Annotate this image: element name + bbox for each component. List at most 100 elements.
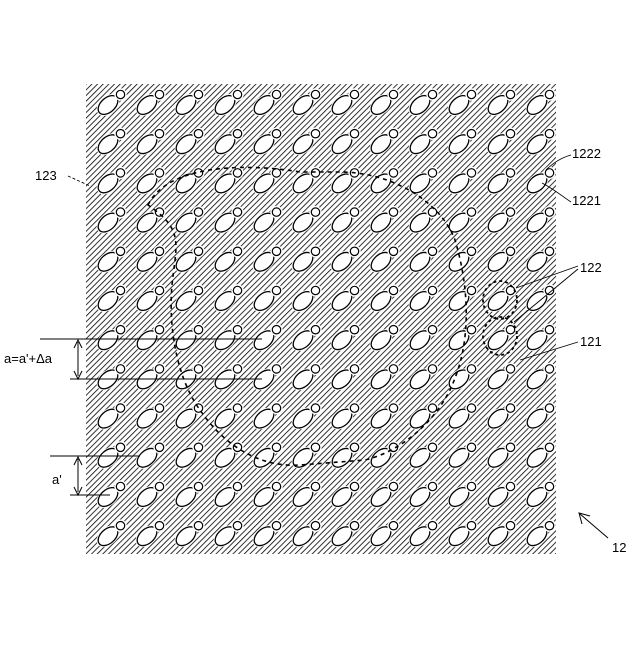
opening-small (545, 404, 553, 412)
opening-small (155, 130, 163, 138)
opening-small (233, 90, 241, 98)
opening-small (506, 130, 514, 138)
label-1222: 1222 (572, 146, 601, 161)
arrow-12-shaft (580, 514, 608, 538)
opening-small (428, 169, 436, 177)
opening-small (428, 130, 436, 138)
opening-small (194, 286, 202, 294)
opening-small (311, 130, 319, 138)
opening-small (311, 326, 319, 334)
label-123: 123 (35, 168, 57, 183)
opening-small (467, 443, 475, 451)
opening-small (389, 404, 397, 412)
opening-small (311, 404, 319, 412)
opening-small (116, 208, 124, 216)
opening-small (506, 286, 514, 294)
opening-small (467, 522, 475, 530)
opening-small (428, 482, 436, 490)
opening-small (116, 90, 124, 98)
opening-small (350, 404, 358, 412)
opening-small (272, 326, 280, 334)
opening-small (272, 522, 280, 530)
opening-small (389, 482, 397, 490)
pitch-offset-label: a=a'+Δa (4, 351, 53, 366)
opening-small (194, 247, 202, 255)
opening-small (545, 522, 553, 530)
opening-small (350, 247, 358, 255)
opening-small (389, 365, 397, 373)
opening-small (272, 443, 280, 451)
opening-small (155, 365, 163, 373)
opening-small (116, 522, 124, 530)
opening-small (467, 326, 475, 334)
opening-small (350, 482, 358, 490)
opening-small (155, 326, 163, 334)
label-12: 12 (612, 540, 626, 555)
opening-small (350, 286, 358, 294)
opening-small (194, 130, 202, 138)
opening-small (311, 247, 319, 255)
opening-small (506, 247, 514, 255)
opening-small (428, 404, 436, 412)
opening-small (467, 130, 475, 138)
opening-small (350, 522, 358, 530)
opening-small (467, 482, 475, 490)
opening-small (194, 208, 202, 216)
opening-small (350, 365, 358, 373)
opening-small (467, 90, 475, 98)
opening-small (545, 247, 553, 255)
opening-small (116, 365, 124, 373)
opening-small (467, 208, 475, 216)
label-121: 121 (580, 334, 602, 349)
opening-small (311, 90, 319, 98)
opening-small (155, 90, 163, 98)
opening-small (194, 326, 202, 334)
opening-small (272, 208, 280, 216)
opening-small (272, 404, 280, 412)
opening-small (272, 130, 280, 138)
opening-small (428, 326, 436, 334)
opening-small (389, 326, 397, 334)
opening-small (428, 522, 436, 530)
opening-small (506, 326, 514, 334)
opening-small (389, 286, 397, 294)
opening-small (233, 130, 241, 138)
opening-small (350, 130, 358, 138)
opening-small (428, 247, 436, 255)
opening-small (233, 247, 241, 255)
opening-small (116, 482, 124, 490)
opening-small (389, 247, 397, 255)
opening-small (155, 522, 163, 530)
opening-small (350, 326, 358, 334)
opening-small (428, 208, 436, 216)
opening-small (233, 326, 241, 334)
opening-small (155, 208, 163, 216)
opening-small (311, 208, 319, 216)
opening-small (194, 365, 202, 373)
opening-small (233, 365, 241, 373)
opening-small (155, 443, 163, 451)
opening-small (506, 208, 514, 216)
opening-small (545, 365, 553, 373)
opening-small (311, 482, 319, 490)
opening-small (428, 286, 436, 294)
opening-small (194, 443, 202, 451)
opening-small (272, 247, 280, 255)
opening-small (233, 169, 241, 177)
opening-small (389, 169, 397, 177)
label-1221: 1221 (572, 193, 601, 208)
opening-small (311, 169, 319, 177)
opening-small (467, 404, 475, 412)
opening-small (545, 482, 553, 490)
opening-small (389, 522, 397, 530)
opening-small (155, 482, 163, 490)
opening-small (233, 482, 241, 490)
opening-small (467, 286, 475, 294)
opening-small (389, 130, 397, 138)
opening-small (194, 90, 202, 98)
opening-small (467, 169, 475, 177)
opening-small (155, 169, 163, 177)
opening-small (116, 443, 124, 451)
opening-small (428, 365, 436, 373)
